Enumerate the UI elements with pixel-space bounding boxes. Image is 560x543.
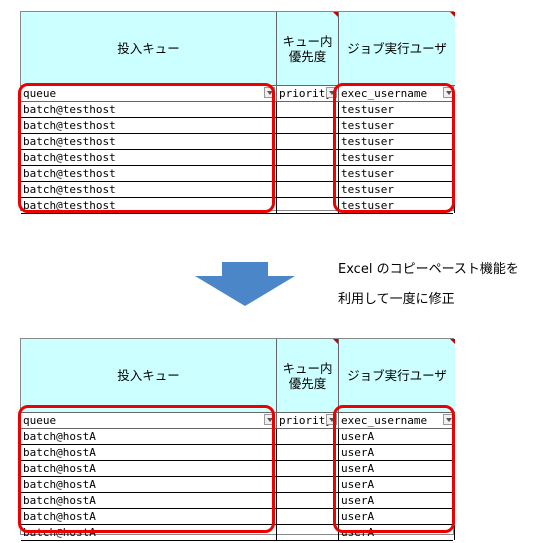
table-row: batch@testhost testuser [21,150,455,166]
header-priority-label: キュー内 優先度 [282,360,333,391]
filter-label: queue [23,87,57,100]
down-arrow-icon [195,262,295,306]
filter-label: priority [279,87,332,100]
cell-user[interactable]: testuser [339,182,455,197]
filter-cell-user[interactable]: exec_username [339,86,455,101]
cell-queue[interactable]: batch@testhost [21,118,277,133]
cell-queue[interactable]: batch@hostA [21,429,277,444]
cell-user[interactable]: userA [339,509,455,524]
header-priority: キュー内 優先度 [277,12,339,86]
dropdown-filter-icon[interactable] [264,87,275,98]
comment-marker-icon [333,12,338,17]
table-row: batch@testhost testuser [21,198,455,214]
cell-priority[interactable] [277,166,339,181]
cell-priority[interactable] [277,493,339,508]
header-user: ジョブ実行ユーザ [339,339,455,413]
header-queue: 投入キュー [21,12,277,86]
dropdown-filter-icon[interactable] [443,87,454,98]
cell-queue[interactable]: batch@hostA [21,477,277,492]
filter-cell-queue[interactable]: queue [21,86,277,101]
filter-label: priority [279,414,332,427]
cell-user[interactable]: userA [339,525,455,540]
table-row: batch@hostA userA [21,493,455,509]
cell-queue[interactable]: batch@testhost [21,150,277,165]
filter-cell-priority[interactable]: priority [277,86,339,101]
dropdown-filter-icon[interactable] [264,414,275,425]
cell-priority[interactable] [277,525,339,540]
filter-row: queue priority exec_username [21,86,455,102]
cell-priority[interactable] [277,150,339,165]
cell-queue[interactable]: batch@testhost [21,182,277,197]
cell-user[interactable]: testuser [339,166,455,181]
cell-priority[interactable] [277,134,339,149]
table-row: batch@testhost testuser [21,102,455,118]
cell-priority[interactable] [277,445,339,460]
dropdown-filter-icon[interactable] [443,414,454,425]
sheet-before: 投入キュー キュー内 優先度 ジョブ実行ユーザ queue priority e… [20,11,455,214]
filter-label: exec_username [341,414,428,427]
comment-marker-icon [450,12,455,17]
table-row: batch@testhost testuser [21,166,455,182]
cell-user[interactable]: testuser [339,118,455,133]
cell-user[interactable]: testuser [339,150,455,165]
table-row: batch@testhost testuser [21,118,455,134]
header-user: ジョブ実行ユーザ [339,12,455,86]
cell-queue[interactable]: batch@hostA [21,493,277,508]
cell-queue[interactable]: batch@hostA [21,461,277,476]
cell-queue[interactable]: batch@testhost [21,198,277,213]
cell-queue[interactable]: batch@hostA [21,509,277,524]
dropdown-filter-icon[interactable] [326,414,337,425]
cell-user[interactable]: userA [339,429,455,444]
header-user-label: ジョブ実行ユーザ [347,368,447,383]
cell-user[interactable]: testuser [339,134,455,149]
cell-priority[interactable] [277,118,339,133]
comment-marker-icon [450,339,455,344]
filter-cell-queue[interactable]: queue [21,413,277,428]
cell-priority[interactable] [277,182,339,197]
comment-marker-icon [333,339,338,344]
header-user-label: ジョブ実行ユーザ [347,41,447,56]
filter-cell-priority[interactable]: priority [277,413,339,428]
header-priority: キュー内 優先度 [277,339,339,413]
note-line-1: Excel のコピーペースト機能を [338,262,519,277]
cell-priority[interactable] [277,461,339,476]
table-row: batch@hostA userA [21,509,455,525]
header-priority-label: キュー内 優先度 [282,33,333,64]
filter-row: queue priority exec_username [21,413,455,429]
table-row: batch@hostA userA [21,429,455,445]
filter-label: exec_username [341,87,428,100]
cell-priority[interactable] [277,429,339,444]
dropdown-filter-icon[interactable] [326,87,337,98]
cell-priority[interactable] [277,198,339,213]
header-queue-label: 投入キュー [117,368,180,383]
sheet-after: 投入キュー キュー内 優先度 ジョブ実行ユーザ queue priority e… [20,338,455,541]
table-row: batch@testhost testuser [21,134,455,150]
table-row: batch@hostA userA [21,461,455,477]
table-row: batch@testhost testuser [21,182,455,198]
cell-queue[interactable]: batch@testhost [21,134,277,149]
filter-cell-user[interactable]: exec_username [339,413,455,428]
cell-queue[interactable]: batch@hostA [21,445,277,460]
data-rows: batch@testhost testuser batch@testhost tes… [21,102,455,214]
header-queue: 投入キュー [21,339,277,413]
note-line-2: 利用して一度に修正 [338,292,455,307]
cell-user[interactable]: testuser [339,102,455,117]
cell-user[interactable]: testuser [339,198,455,213]
table-row: batch@hostA userA [21,445,455,461]
table-row: batch@hostA userA [21,477,455,493]
cell-priority[interactable] [277,509,339,524]
cell-queue[interactable]: batch@testhost [21,102,277,117]
cell-user[interactable]: userA [339,461,455,476]
data-rows: batch@hostA userA batch@hostA userA batch@… [21,429,455,541]
cell-priority[interactable] [277,102,339,117]
cell-user[interactable]: userA [339,493,455,508]
cell-queue[interactable]: batch@testhost [21,166,277,181]
table-row: batch@hostA userA [21,525,455,541]
filter-label: queue [23,414,57,427]
cell-queue[interactable]: batch@hostA [21,525,277,540]
cell-priority[interactable] [277,477,339,492]
cell-user[interactable]: userA [339,477,455,492]
header-queue-label: 投入キュー [117,41,180,56]
cell-user[interactable]: userA [339,445,455,460]
